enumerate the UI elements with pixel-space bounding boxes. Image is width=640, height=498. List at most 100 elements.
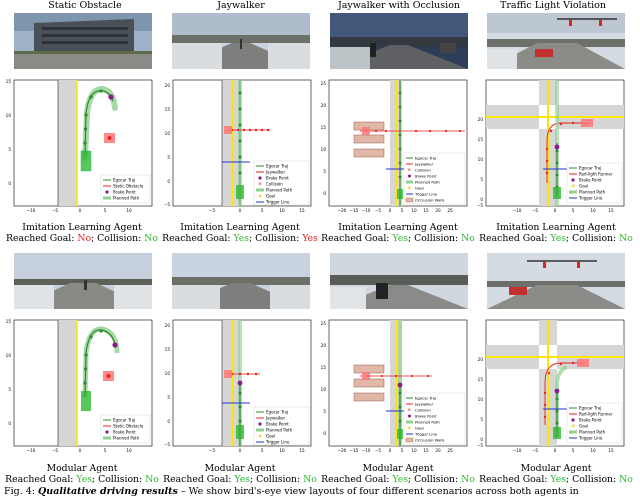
status-il-occlusion: Reached Goal: Yes; Collision: No <box>321 233 475 244</box>
svg-text:0: 0 <box>554 448 557 453</box>
plot-occlusion-il: 25 20 15 10 5 0 −20 −15 −10 −5 0 5 10 15… <box>320 73 470 213</box>
svg-text:−5: −5 <box>52 208 59 213</box>
goal-value: Yes <box>234 474 250 485</box>
photo-static-il <box>14 13 152 69</box>
photo-jaywalker-mod <box>172 253 310 309</box>
goal-value: Yes <box>233 233 250 244</box>
svg-text:5: 5 <box>480 417 483 422</box>
svg-text:Egocar Traj: Egocar Traj <box>579 406 601 411</box>
svg-text:Trigger Line: Trigger Line <box>414 432 438 437</box>
svg-text:20: 20 <box>478 357 484 362</box>
svg-text:10: 10 <box>478 157 484 162</box>
svg-text:0: 0 <box>8 421 11 426</box>
svg-text:0: 0 <box>389 208 392 213</box>
svg-text:0: 0 <box>8 181 11 186</box>
svg-text:10: 10 <box>321 387 327 392</box>
photo-traffic-il <box>487 13 625 69</box>
svg-text:Trigger Line: Trigger Line <box>578 436 603 441</box>
goal-value: Yes <box>392 474 408 485</box>
svg-text:25: 25 <box>447 208 453 213</box>
svg-text:Egocar Traj: Egocar Traj <box>266 410 288 415</box>
collision-value: No <box>145 474 159 485</box>
svg-text:Red-light Runner: Red-light Runner <box>579 412 613 417</box>
svg-text:Goal: Goal <box>579 184 588 189</box>
svg-text:✕: ✕ <box>407 168 411 174</box>
svg-text:★: ★ <box>407 186 412 192</box>
agent-label-mod-1: Modular Agent <box>204 463 276 474</box>
svg-text:−15: −15 <box>350 208 359 213</box>
svg-text:Egocar Traj: Egocar Traj <box>415 396 436 401</box>
svg-text:Occlusion Walls: Occlusion Walls <box>415 198 445 203</box>
svg-text:Collision: Collision <box>415 408 431 413</box>
svg-text:25: 25 <box>321 321 327 326</box>
svg-text:15: 15 <box>299 448 305 453</box>
svg-text:15: 15 <box>321 365 327 370</box>
collision-value: No <box>619 474 633 485</box>
agent-label-il-3: Imitation Learning Agent <box>496 222 616 233</box>
svg-text:Goal: Goal <box>266 434 275 439</box>
svg-text:10: 10 <box>321 147 327 152</box>
svg-text:★: ★ <box>571 424 576 430</box>
svg-text:5: 5 <box>104 448 107 453</box>
svg-text:20: 20 <box>165 323 171 328</box>
svg-text:−15: −15 <box>350 448 359 453</box>
svg-text:0: 0 <box>239 448 242 453</box>
svg-text:0: 0 <box>554 208 557 213</box>
svg-text:Static Obstacle: Static Obstacle <box>113 424 144 429</box>
status-il-jaywalker: Reached Goal: Yes; Collision: Yes <box>162 233 318 244</box>
legend-jaywalker-il: Egocar Traj Jaywalker Brake Point ✕Colli… <box>253 160 310 206</box>
svg-text:−10: −10 <box>27 448 36 453</box>
svg-text:15: 15 <box>6 79 12 84</box>
legend-occlusion-mod: Egocar Traj Jaywalker ✕Collision Brake P… <box>403 392 466 445</box>
svg-text:20: 20 <box>321 343 327 348</box>
svg-text:★: ★ <box>258 194 263 200</box>
svg-text:−10: −10 <box>27 208 36 213</box>
svg-text:Collision: Collision <box>266 182 283 187</box>
svg-text:5: 5 <box>104 208 107 213</box>
svg-text:0: 0 <box>79 448 82 453</box>
svg-text:15: 15 <box>423 208 429 213</box>
svg-text:25: 25 <box>447 448 453 453</box>
goal-value: Yes <box>76 474 92 485</box>
svg-text:20: 20 <box>478 117 484 122</box>
plot-static-il: 15 10 5 0 −10 −5 0 5 10 Egocar Traj Stat… <box>5 73 155 213</box>
collision-value: No <box>303 474 317 485</box>
svg-text:Trigger Line: Trigger Line <box>578 196 603 201</box>
svg-text:Goal: Goal <box>415 186 424 191</box>
svg-text:10: 10 <box>590 208 596 213</box>
svg-text:−5: −5 <box>477 443 483 448</box>
svg-text:Collision: Collision <box>415 168 431 173</box>
svg-text:10: 10 <box>590 448 596 453</box>
svg-text:−5: −5 <box>164 202 170 207</box>
svg-text:5: 5 <box>480 177 483 182</box>
svg-text:5: 5 <box>323 409 326 414</box>
svg-text:Planned Path: Planned Path <box>266 428 293 433</box>
svg-text:Brake Point: Brake Point <box>113 430 136 435</box>
agent-label-il-2: Imitation Learning Agent <box>338 222 458 233</box>
svg-text:−10: −10 <box>362 448 371 453</box>
svg-text:15: 15 <box>299 208 305 213</box>
svg-text:−5: −5 <box>375 208 382 213</box>
plot-occlusion-mod: 25 20 15 10 5 0 −20 −15 −10 −5 0 5 10 15… <box>320 313 470 453</box>
col-title-jaywalker: Jaywalker <box>217 0 265 11</box>
svg-text:10: 10 <box>411 448 417 453</box>
svg-text:−10: −10 <box>513 448 522 453</box>
svg-text:Planned Path: Planned Path <box>579 430 606 435</box>
svg-text:15: 15 <box>321 125 327 130</box>
svg-text:Brake Point: Brake Point <box>415 414 437 419</box>
svg-text:Egocar Traj: Egocar Traj <box>113 178 135 183</box>
legend-traffic-mod: Egocar Traj Red-light Runner Brake Point… <box>566 402 623 444</box>
svg-text:10: 10 <box>165 371 171 376</box>
status-mod-jaywalker: Reached Goal: Yes; Collision: No <box>163 474 317 485</box>
svg-text:5: 5 <box>8 147 11 152</box>
svg-text:5: 5 <box>323 169 326 174</box>
svg-text:−5: −5 <box>209 208 216 213</box>
photo-static-mod <box>14 253 152 309</box>
col-title-static: Static Obstacle <box>48 0 122 11</box>
plot-static-mod: 15 10 5 0 −10 −5 0 5 10 Egocar Traj Stat… <box>5 313 155 453</box>
plot-traffic-mod: 20 15 10 5 0 −5 −10 −5 0 5 10 15 Egocar … <box>477 313 627 453</box>
svg-text:Occlusion Walls: Occlusion Walls <box>415 438 445 443</box>
svg-text:25: 25 <box>321 81 327 86</box>
svg-text:15: 15 <box>423 448 429 453</box>
legend-static-il: Egocar Traj Static Obstacle Brake Point … <box>100 174 151 204</box>
